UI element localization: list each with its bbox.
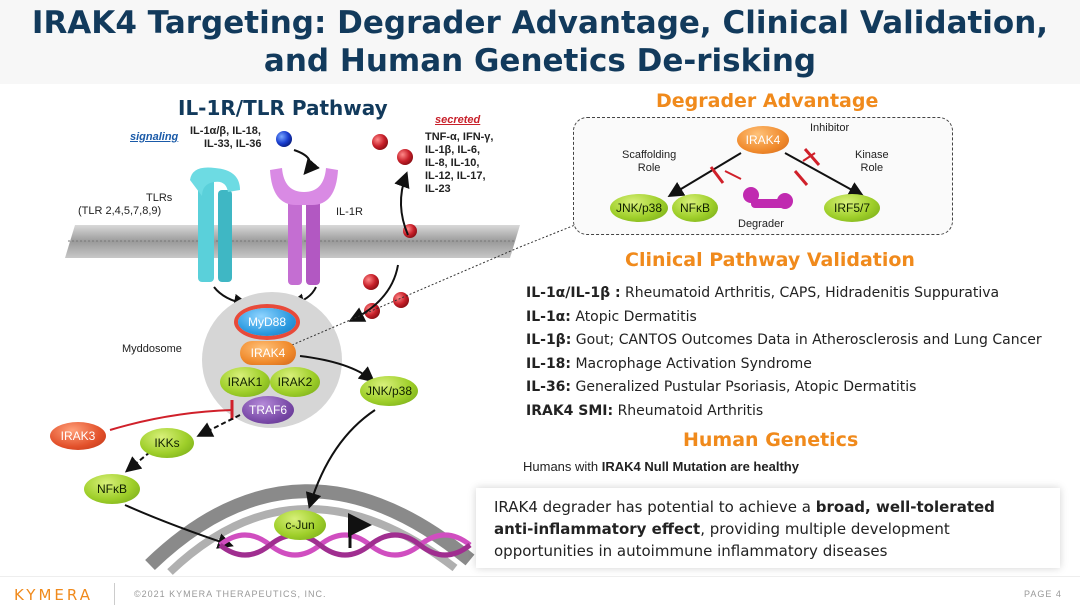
pathway-heading: IL-1R/TLR Pathway	[178, 96, 388, 120]
secreted-cytokine-icon	[403, 224, 417, 238]
clinical-row: IL-1α/IL-1β : Rheumatoid Arthritis, CAPS…	[526, 285, 1000, 301]
zoom-link-line-right	[520, 225, 576, 248]
conclusion-text: IRAK4 degrader has potential to achieve …	[494, 498, 995, 560]
clinical-row: IL-36: Generalized Pustular Psoriasis, A…	[526, 379, 917, 395]
clinical-row: IL-18: Macrophage Activation Syndrome	[526, 356, 812, 372]
irak4-node: IRAK4	[240, 341, 296, 365]
secreted-cytokine-icon	[364, 303, 380, 319]
secreted-cytokine-icon	[397, 149, 413, 165]
title-band	[0, 0, 1080, 84]
il1r-receptor-icon	[270, 168, 338, 285]
clinical-row: IL-1β: Gout; CANTOS Outcomes Data in Ath…	[526, 332, 1042, 348]
degrader-molecule-icon	[743, 187, 793, 209]
secreted-cytokine-icon	[372, 134, 388, 150]
clinical-row: IRAK4 SMI: Rheumatoid Arthritis	[526, 403, 764, 419]
kinase-role-label: Kinase Role	[855, 149, 889, 174]
cjun-node: c-Jun	[274, 510, 326, 540]
conclusion-box: IRAK4 degrader has potential to achieve …	[476, 488, 1060, 568]
irak1-node: IRAK1	[220, 367, 270, 397]
irak2-node: IRAK2	[270, 367, 320, 397]
secreted-cytokines: TNF-α, IFN-γ, IL-1β, IL-6, IL-8, IL-10, …	[425, 131, 494, 195]
genetics-statement: Humans with IRAK4 Null Mutation are heal…	[523, 459, 799, 474]
clinical-heading: Clinical Pathway Validation	[625, 249, 915, 271]
scaffolding-role-label: Scaffolding Role	[622, 149, 677, 174]
page-number: PAGE 4	[1024, 589, 1062, 599]
signaling-cytokines: IL-1α/β, IL-18, IL-33, IL-36	[190, 125, 262, 150]
signaling-label: signaling	[130, 131, 179, 143]
ikks-node: IKKs	[140, 428, 194, 458]
myd88-node: MyD88	[238, 308, 296, 336]
inhibitor-label: Inhibitor	[810, 122, 850, 134]
copyright-text: ©2021 KYMERA THERAPEUTICS, INC.	[134, 589, 327, 599]
jnk-node: JNK/p38	[360, 376, 418, 406]
degrader-jnk-node: JNK/p38	[610, 194, 668, 222]
tlrs-sublabel: (TLR 2,4,5,7,8,9)	[78, 205, 162, 217]
pathway-diagram	[65, 131, 520, 575]
irak3-node: IRAK3	[50, 422, 106, 450]
dna-helix-icon	[218, 532, 472, 558]
degrader-heading: Degrader Advantage	[656, 90, 879, 112]
genetics-heading: Human Genetics	[683, 429, 859, 451]
tlr-receptor-icon	[190, 167, 240, 282]
myddosome-label: Myddosome	[122, 343, 182, 355]
tlrs-label: TLRs	[146, 192, 173, 204]
traf6-node: TRAF6	[242, 396, 294, 424]
secreted-label: secreted	[435, 114, 481, 126]
title-line-2: and Human Genetics De-risking	[263, 43, 817, 79]
clinical-row: IL-1α: Atopic Dermatitis	[526, 309, 697, 325]
kymera-logo: KYMERA	[14, 586, 93, 604]
page-title: IRAK4 Targeting: Degrader Advantage, Cli…	[0, 4, 1080, 80]
title-line-1: IRAK4 Targeting: Degrader Advantage, Cli…	[31, 5, 1049, 41]
degrader-irf-node: IRF5/7	[824, 194, 880, 222]
signaling-ligand-icon	[276, 131, 292, 147]
secreted-cytokine-icon	[363, 274, 379, 290]
footer: KYMERA ©2021 KYMERA THERAPEUTICS, INC. P…	[0, 576, 1080, 610]
degrader-nfkb-node: NFκB	[672, 194, 718, 222]
degrader-diagram	[667, 148, 865, 209]
zoom-link-line	[291, 246, 520, 346]
secreted-cytokine-icon	[393, 292, 409, 308]
footer-divider	[114, 583, 115, 605]
il1r-label: IL-1R	[336, 206, 363, 218]
degrader-label: Degrader	[738, 218, 784, 230]
degrader-irak4-node: IRAK4	[737, 126, 789, 154]
nfkb-node: NFκB	[84, 474, 140, 504]
transcription-start-icon	[348, 513, 372, 548]
